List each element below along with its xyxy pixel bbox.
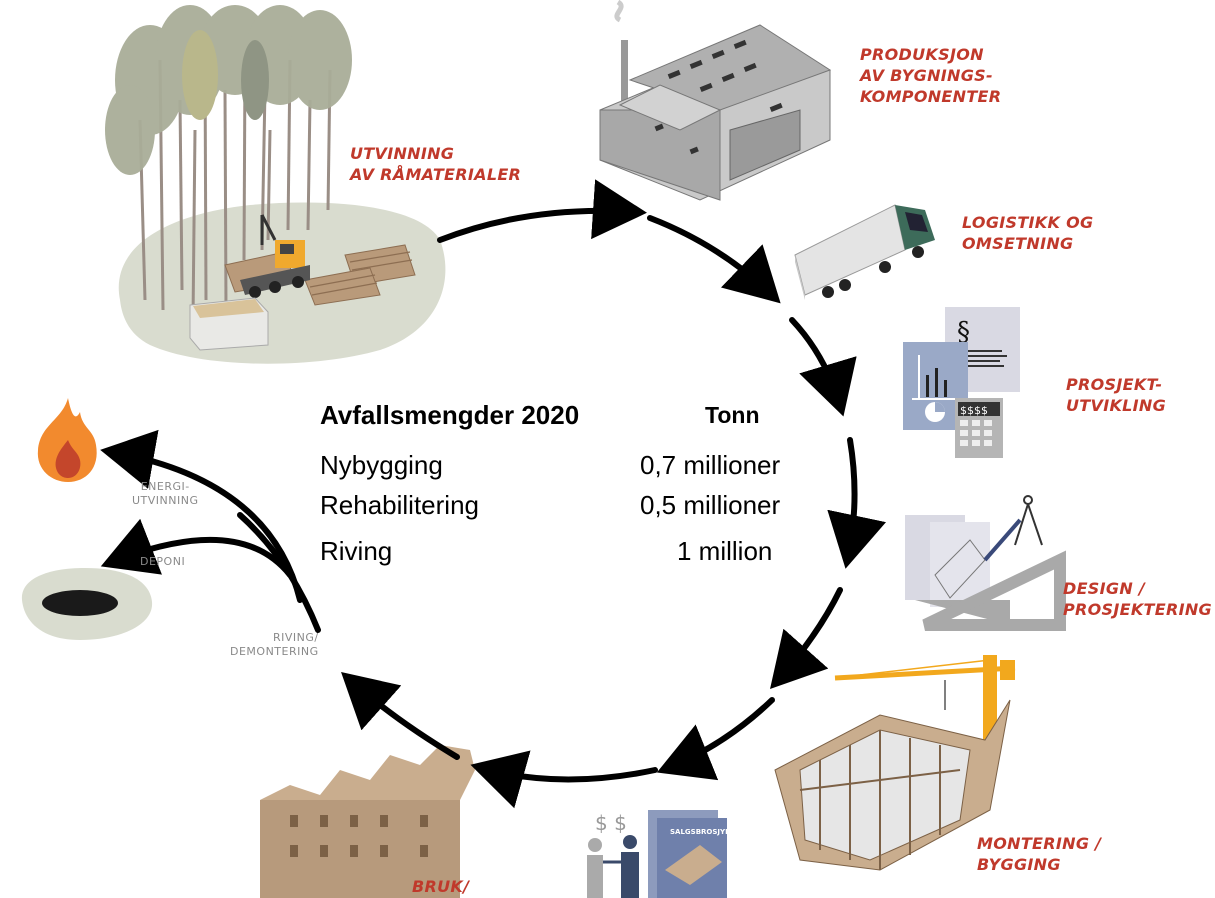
factory-illustration [599,0,832,201]
building-use-illustration [260,745,475,898]
end-of-life-arrows [100,429,321,633]
landfill-icon [21,568,153,640]
forest-illustration [105,5,446,364]
table-row-label: Riving [320,536,393,566]
label-energy-recovery: ENERGI- UTVINNING [132,480,199,507]
sales-illustration: SALGSBROSJYRE $ $ [587,810,735,898]
label-demolition: RIVING/ DEMONTERING [230,631,319,658]
construction-illustration [774,655,1016,871]
design-illustration [905,495,1066,631]
label-landfill: DEPONI [140,555,186,568]
table-row-value: 0,5 millioner [640,490,781,520]
table-title: Avfallsmengder 2020 [320,400,580,430]
cycle-arrows [341,179,887,809]
stage-label-project-development: PROSJEKT- UTVIKLING [1066,375,1167,415]
stage-label-assembly: MONTERING / BYGGING [977,834,1102,874]
stage-label-raw-materials: UTVINNING AV RÅMATERIALER [350,144,522,184]
stage-label-design: DESIGN / PROSJEKTERING [1063,579,1212,619]
table-row-label: Rehabilitering [320,490,479,520]
truck-illustration [794,204,935,300]
table-unit-header: Tonn [705,402,760,428]
table-row-label: Nybygging [320,450,443,480]
stage-label-use: BRUK/ [412,877,470,896]
stage-label-production: PRODUKSJON AV BYGNINGS- KOMPONENTER [860,45,1002,106]
table-row-value: 1 million [677,536,773,566]
calculator-display: $$$$ [960,404,988,417]
fire-icon [37,398,97,482]
brochure-title: SALGSBROSJYRE [670,828,735,836]
dollar-signs: $ $ [595,811,627,835]
stage-label-logistics: LOGISTIKK OG OMSETNING [962,213,1094,253]
table-row-value: 0,7 millioner [640,450,781,480]
paragraph-symbol: § [957,317,970,347]
project-documents-illustration: § $$$$ [903,307,1020,458]
